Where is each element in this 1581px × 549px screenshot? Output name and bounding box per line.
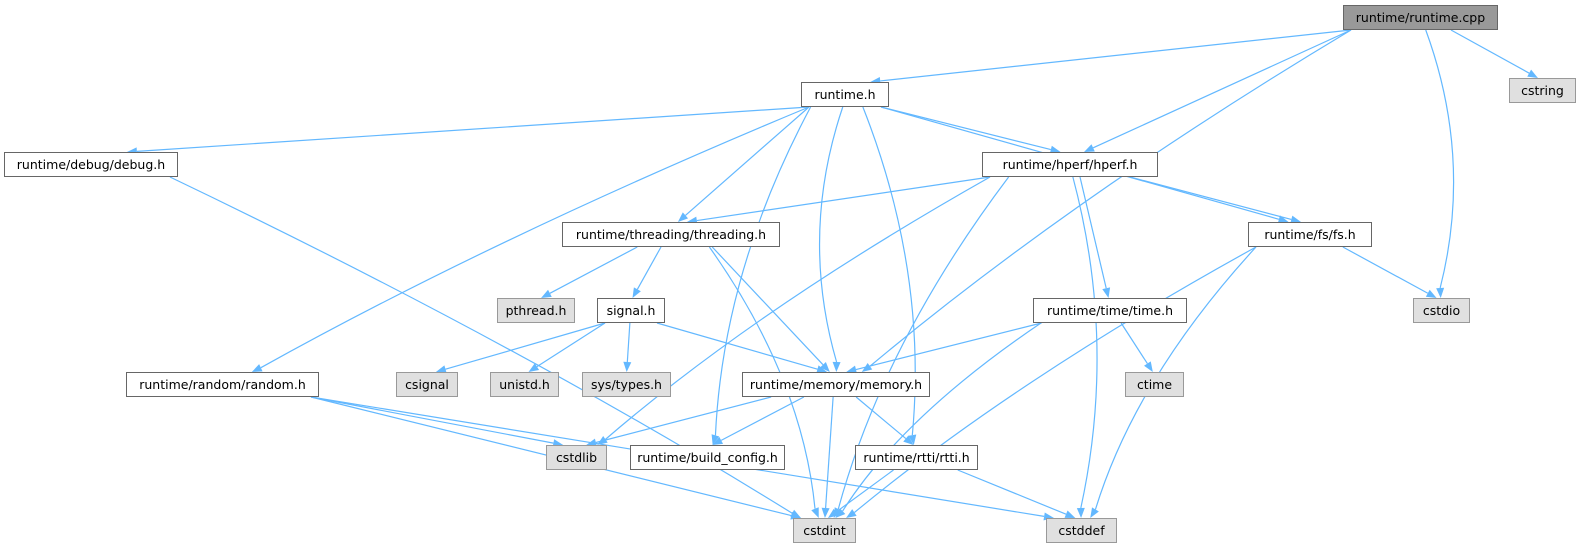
arrowhead-icon [1290,215,1301,224]
arrowhead-icon [903,435,914,445]
arrowhead-icon [541,289,552,298]
arrowhead-icon [586,438,597,447]
edge-memory_h-to-cstdint [825,396,834,509]
arrowhead-icon [832,361,841,372]
edge-runtime_h-to-debug_h [136,106,810,152]
edge-memory_h-to-build_config_h [720,396,805,441]
arrowhead-icon [1277,215,1289,224]
node-fs-h[interactable]: runtime/fs/fs.h [1248,222,1372,247]
arrowhead-icon [1527,69,1538,78]
node-pthread-h[interactable]: pthread.h [497,298,575,323]
node-cstdint[interactable]: cstdint [793,518,856,543]
edge-rtti_h-to-cstdint [835,469,894,513]
arrowhead-icon [790,511,801,520]
edge-threading_h-to-memory_h [711,246,824,366]
edge-hperf_h-to-cstdint [837,176,1010,510]
edge-runtime_cpp-to-cstdio [1425,29,1455,289]
arrowhead-icon [908,434,917,445]
arrowhead-icon [846,509,857,518]
arrowhead-icon [1436,287,1445,298]
node-csignal[interactable]: csignal [396,372,458,397]
node-cstddef[interactable]: cstddef [1046,518,1117,543]
arrowhead-icon [861,362,873,372]
arrowhead-icon [821,507,830,518]
arrowhead-icon [251,364,263,372]
edge-runtime_h-to-memory_h [818,106,844,363]
edge-signal_h-to-systypes_h [626,322,631,363]
edge-hperf_h-to-threading_h [696,176,991,222]
arrowhead-icon [816,365,828,374]
node-time-h[interactable]: runtime/time/time.h [1033,298,1187,323]
edge-runtime_cpp-to-hperf_h [1092,29,1352,149]
edge-runtime_cpp-to-memory_h [869,29,1352,367]
node-systypes-h[interactable]: sys/types.h [582,372,671,397]
arrowhead-icon [1064,510,1076,518]
edge-hperf_h-to-fs_h [1129,176,1292,221]
arrowhead-icon [435,365,447,374]
node-signal-h[interactable]: signal.h [597,298,665,323]
edge-runtime_h-to-hperf_h [880,106,1051,151]
edge-hperf_h-to-cstdlib [605,176,991,440]
edge-runtime_h-to-build_config_h [714,106,812,436]
node-memory-h[interactable]: runtime/memory/memory.h [742,372,930,397]
node-hperf-h[interactable]: runtime/hperf/hperf.h [982,152,1158,177]
arrowhead-icon [835,508,846,518]
node-runtime-h[interactable]: runtime.h [801,82,889,107]
node-ctime[interactable]: ctime [1125,372,1184,397]
arrowhead-icon [1076,507,1085,518]
edge-signal_h-to-memory_h [656,322,818,370]
arrowhead-icon [712,436,724,445]
edge-runtime_h-to-threading_h [685,106,810,216]
node-rtti-h[interactable]: runtime/rtti/rtti.h [855,445,978,470]
edge-time_h-to-cstdint [842,322,1042,512]
arrowhead-icon [846,365,857,374]
edge-time_h-to-ctime [1120,322,1148,364]
edge-rtti_h-to-cstddef [957,469,1067,515]
arrowhead-icon [1049,145,1061,154]
edge-threading_h-to-signal_h [636,246,662,290]
arrowhead-icon [1425,289,1437,298]
node-cstring[interactable]: cstring [1509,78,1576,103]
arrowhead-icon [677,212,689,222]
arrowhead-icon [1090,507,1099,518]
arrowhead-icon [827,508,839,518]
node-threading-h[interactable]: runtime/threading/threading.h [562,222,780,247]
node-debug-h[interactable]: runtime/debug/debug.h [4,152,178,177]
node-runtime-cpp[interactable]: runtime/runtime.cpp [1343,5,1498,30]
edge-fs_h-to-cstdio [1342,246,1429,294]
arrowhead-icon [1102,287,1111,298]
edge-runtime_cpp-to-runtime_h [880,29,1352,82]
node-random-h[interactable]: runtime/random/random.h [126,372,319,397]
arrowhead-icon [820,361,830,372]
arrowhead-icon [528,363,540,372]
edge-memory_h-to-rtti_h [855,396,907,440]
node-cstdlib[interactable]: cstdlib [546,445,607,470]
arrowhead-icon [1084,144,1095,152]
arrowhead-icon [811,507,819,518]
arrowhead-icon [623,361,632,372]
edge-hperf_h-to-time_h [1079,176,1107,289]
arrowhead-icon [632,287,641,298]
edge-memory_h-to-cstdlib [595,396,772,444]
edge-time_h-to-memory_h [855,322,1042,371]
edge-fs_h-to-cstdint [854,246,1257,513]
arrowhead-icon [711,434,720,445]
edge-hperf_h-to-cstddef [1072,176,1098,509]
edge-signal_h-to-unistd_h [536,322,606,368]
edge-random_h-to-cstdlib [310,396,554,444]
node-unistd-h[interactable]: unistd.h [490,372,559,397]
node-cstdio[interactable]: cstdio [1413,298,1470,323]
edge-signal_h-to-csignal [445,322,606,370]
arrowhead-icon [1144,361,1153,372]
edge-runtime_cpp-to-cstring [1450,29,1530,74]
node-build-config-h[interactable]: runtime/build_config.h [630,445,785,470]
edge-threading_h-to-pthread_h [549,246,638,294]
edge-runtime_h-to-random_h [260,106,810,369]
